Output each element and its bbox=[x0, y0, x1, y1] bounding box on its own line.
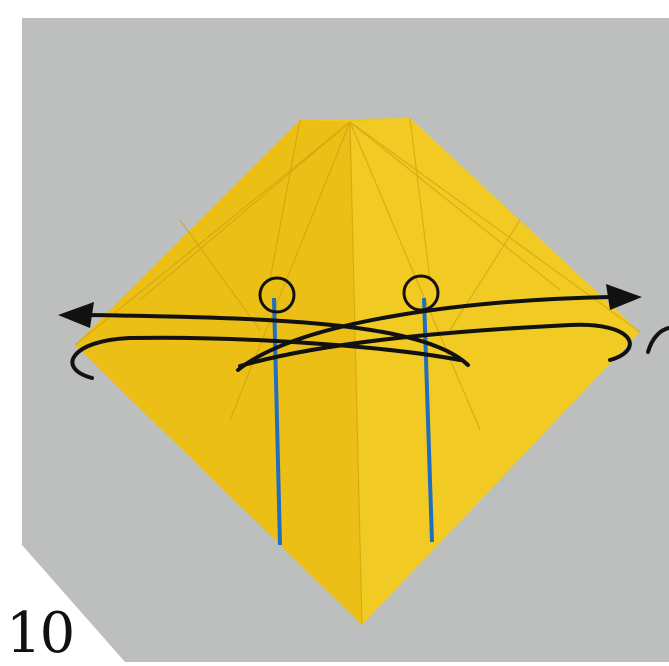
step-number: 10 bbox=[6, 606, 73, 662]
